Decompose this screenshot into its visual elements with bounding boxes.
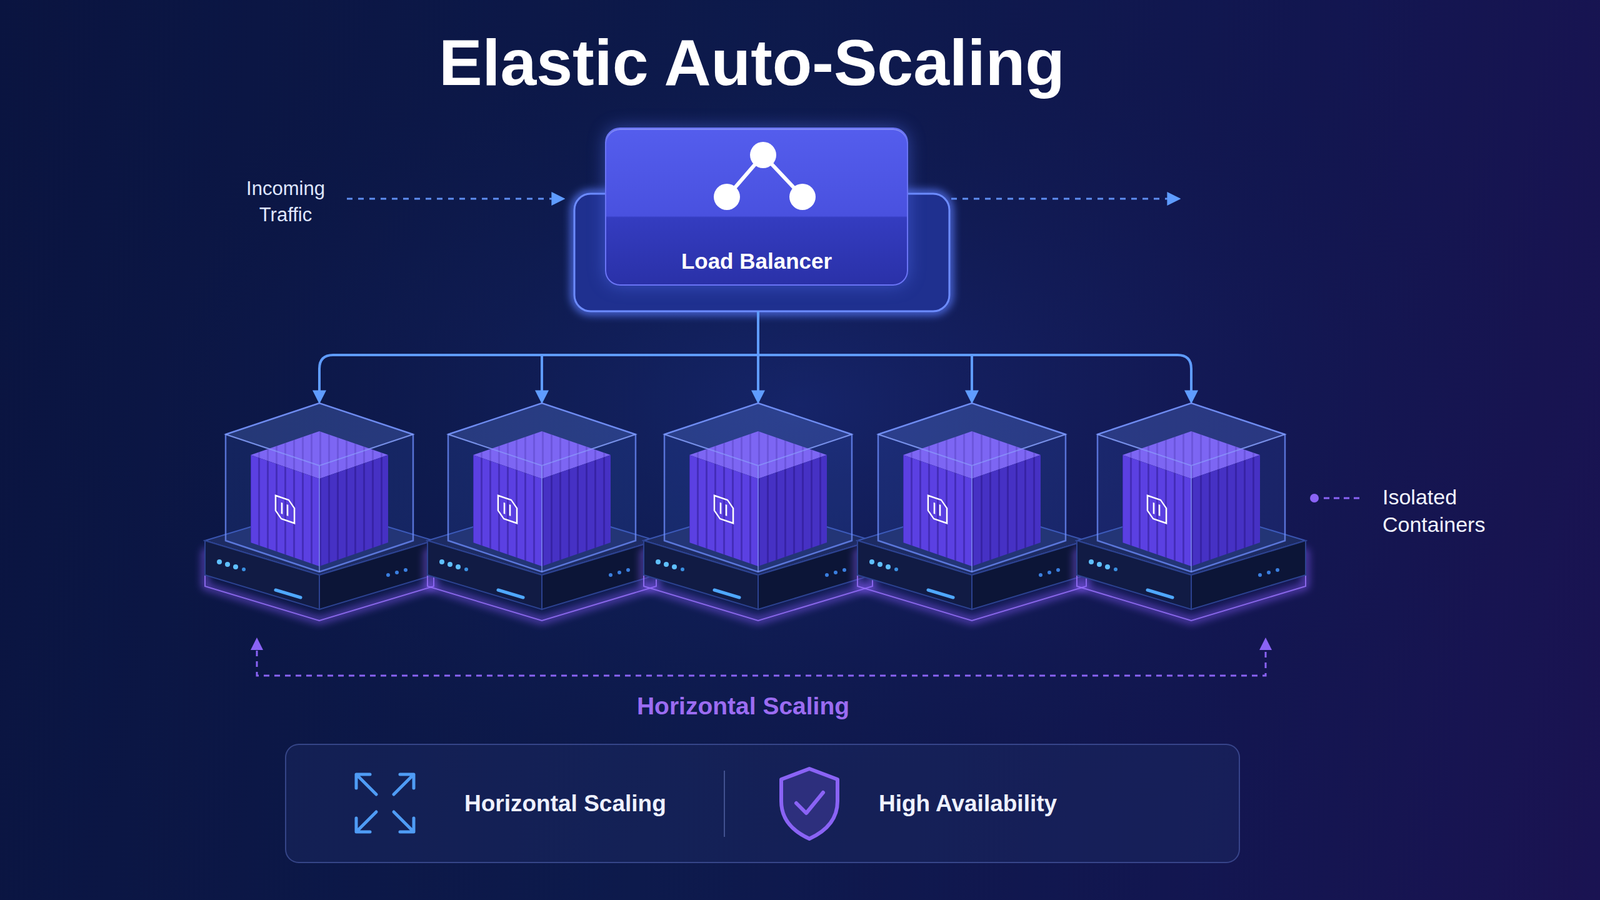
feature-text: High Availability bbox=[878, 786, 1142, 822]
panel-divider bbox=[723, 770, 725, 837]
traffic-arrow bbox=[951, 198, 1179, 200]
network-dot bbox=[713, 183, 740, 210]
distribution-line bbox=[540, 355, 544, 402]
distribution-line bbox=[319, 355, 1192, 402]
container-unit bbox=[1076, 403, 1306, 621]
scaling-label: Horizontal Scaling bbox=[555, 690, 931, 723]
network-link bbox=[726, 155, 803, 197]
traffic-label: Incoming Traffic bbox=[226, 175, 345, 229]
shield-check bbox=[796, 792, 824, 814]
expand-arrow bbox=[393, 811, 414, 832]
traffic-arrow bbox=[346, 198, 563, 200]
expand-arrow bbox=[356, 811, 377, 832]
load-balancer-box: Load Balancer bbox=[605, 127, 909, 286]
network-dot bbox=[789, 183, 816, 210]
distribution-line bbox=[970, 355, 974, 402]
expand-arrow bbox=[393, 774, 414, 795]
scaling-bracket bbox=[256, 640, 1266, 676]
shield-icon bbox=[781, 768, 838, 839]
feature-text: Horizontal Scaling bbox=[464, 786, 727, 822]
diagram-title: Elastic Auto-Scaling bbox=[376, 23, 1127, 102]
expand-icon bbox=[356, 774, 414, 832]
node-title: Load Balancer bbox=[606, 243, 907, 279]
distribution-lines bbox=[319, 311, 1192, 402]
container-unit bbox=[205, 403, 434, 621]
network-icon bbox=[713, 141, 816, 210]
network-dot bbox=[750, 141, 777, 169]
container-unit bbox=[857, 403, 1087, 621]
expand-arrow bbox=[356, 774, 377, 795]
container-unit bbox=[427, 403, 657, 621]
leader-line bbox=[1323, 497, 1364, 500]
feature-panel: Horizontal Scaling High Availability bbox=[285, 743, 1240, 864]
callout-label: Isolated Containers bbox=[1382, 483, 1514, 539]
leader-dot bbox=[1310, 493, 1319, 503]
container-unit bbox=[643, 403, 873, 621]
shield-outline bbox=[781, 768, 838, 839]
